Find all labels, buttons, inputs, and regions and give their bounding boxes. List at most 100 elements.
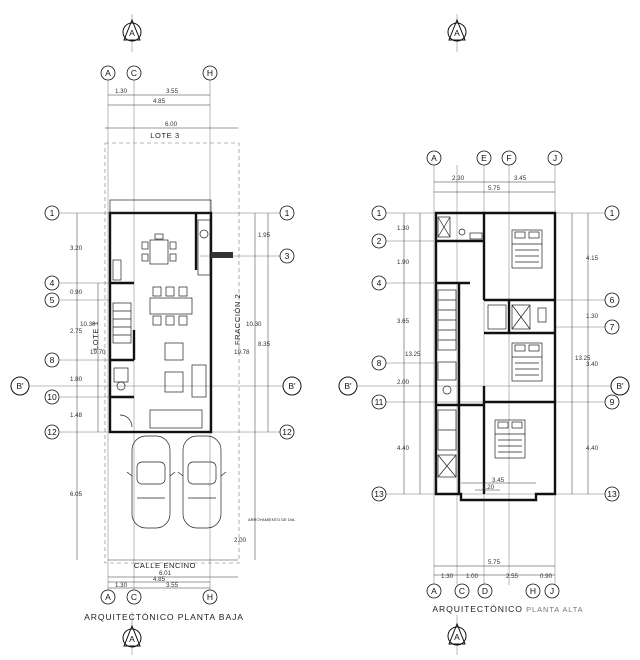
axis-1-left: 1: [50, 208, 55, 218]
dim-rl-4: 2.00: [397, 379, 410, 386]
left-dimensions: 3.20 0.90 2.75 1.80 1.48 6.05 10.30 19.7…: [70, 213, 106, 560]
dining-set: [141, 233, 177, 265]
top-dimensions-right: 2.30 3.45 5.75: [434, 175, 555, 193]
kitchen-counter: [112, 219, 211, 281]
dim-rl-5: 4.40: [397, 445, 410, 452]
axis-rb-j: J: [550, 586, 554, 596]
ground-floor-title: ARQUITECTÓNICO PLANTA BAJA: [84, 612, 244, 622]
note-label: ARROYAMIENTO DE DIA: [248, 517, 295, 522]
bathroom-top: [437, 216, 483, 240]
dim-bottom-4: 3.55: [166, 582, 179, 589]
axis-h: H: [207, 68, 213, 78]
dim-inner-1: 3.45: [492, 477, 505, 484]
right-dimensions-right: 4.15 1.30 3.40 4.40 13.25: [571, 213, 599, 494]
axis-rr-13: 13: [607, 489, 617, 499]
axis-a: A: [105, 68, 111, 78]
north-marker-bottom-right: A: [447, 615, 467, 655]
lot-boundary: [104, 142, 240, 564]
dim-bottom-1: 6.01: [159, 570, 172, 577]
row-axis-bubbles-right-right-plan: 1 6 7 9 13: [604, 205, 620, 502]
axis-8: 8: [50, 355, 55, 365]
dim-rl-1: 1.30: [397, 225, 410, 232]
north-marker-top-right: A: [447, 14, 467, 52]
north-label-right: A: [454, 28, 460, 38]
axis-rb-a: A: [431, 586, 437, 596]
upper-floor-plan: A A E F J 2.30 3.45 5.75: [338, 14, 630, 655]
dim-right-4: 19.78: [234, 349, 250, 356]
bottom-dimensions: 6.01 4.85 1.30 3.55: [108, 570, 238, 589]
dim-rr-2: 1.30: [586, 313, 599, 320]
axis-e: E: [481, 153, 487, 163]
lote-1-label: LOTE 1: [91, 321, 100, 350]
axis-rr-1: 1: [610, 208, 615, 218]
section-left: B': [16, 381, 24, 391]
dim-rl-6: 13.25: [405, 351, 421, 358]
fraction-label: FRACCIÓN 2: [233, 294, 242, 345]
upper-floor-title: ARQUITECTÓNICO PLANTA ALTA: [432, 604, 583, 614]
bed-1: [511, 229, 543, 269]
dim-rr-3: 3.40: [586, 361, 599, 368]
axis-rr-7: 7: [610, 322, 615, 332]
ground-floor-plan: A A C H 1.30 3.55 4.85 6.00: [10, 14, 302, 655]
axis-c: C: [131, 68, 137, 78]
car-right: [177, 435, 227, 529]
bathroom-middle: [437, 304, 547, 395]
north-marker-bottom: A: [122, 612, 142, 655]
axis-4: 4: [50, 278, 55, 288]
row-axis-bubbles: 1 1 3 4 5 8 10 12 12: [44, 205, 295, 440]
dim-right-5: 2.00: [234, 537, 247, 544]
axis-a-bottom: A: [105, 592, 111, 602]
dim-left-5: 1.48: [70, 412, 83, 419]
left-dimensions-right: 1.30 1.90 3.65 2.00 4.40 13.25: [397, 213, 421, 494]
axis-r-13: 13: [374, 489, 384, 499]
dim-top-r1: 2.30: [452, 175, 465, 182]
dim-rr-5: 13.25: [575, 355, 591, 362]
ground-floor-walls: [108, 199, 213, 434]
dining-table-large: [149, 286, 193, 326]
column-axis-bubbles-bottom: A C H: [100, 589, 218, 605]
north-label-bottom-right: A: [454, 632, 460, 642]
column-axis-bubbles-bottom-right: A C D H J: [426, 583, 560, 599]
dim-right-1: 1.95: [258, 232, 271, 239]
axis-r-1: 1: [377, 208, 382, 218]
dim-rb-3: 1.00: [466, 573, 479, 580]
axis-r-11: 11: [375, 397, 384, 407]
axis-12-left: 12: [47, 427, 57, 437]
axis-rr-6: 6: [610, 295, 615, 305]
section-right: B': [288, 381, 296, 391]
lot-label: LOTE 3: [150, 131, 179, 140]
axis-r-4: 4: [377, 278, 382, 288]
axis-5: 5: [50, 295, 55, 305]
dim-top-r3: 5.75: [488, 185, 501, 192]
dim-rb-4: 2.55: [506, 573, 519, 580]
section-markers-right: B' B': [338, 376, 630, 396]
street-label: CALLE ENCINO: [134, 561, 196, 570]
right-dimensions: 1.95 10.30 8.35 19.78 2.00: [234, 213, 271, 560]
axis-rr-9: 9: [610, 397, 615, 407]
dim-rb-2: 1.30: [441, 573, 454, 580]
column-axis-bubbles-top: A C H: [100, 65, 218, 81]
dim-left-3: 2.75: [70, 328, 83, 335]
dim-right-2: 10.30: [246, 321, 262, 328]
upper-title-main: ARQUITECTÓNICO: [432, 604, 526, 614]
column-axis-bubbles-top-right: A E F J: [426, 150, 563, 166]
dim-top-2: 3.55: [166, 88, 179, 95]
upper-title-accent: PLANTA ALTA: [526, 605, 583, 614]
dim-right-3: 8.35: [258, 341, 271, 348]
section-r-right: B': [616, 381, 624, 391]
dim-top-1: 1.30: [115, 88, 128, 95]
stairs-upper: [437, 289, 457, 351]
north-label: A: [129, 28, 135, 38]
section-r-left: B': [344, 381, 352, 391]
axis-c-bottom: C: [131, 592, 137, 602]
north-label-bottom: A: [129, 634, 135, 644]
side-gate: [211, 252, 233, 258]
north-marker-top: A: [122, 14, 142, 52]
dim-bottom-2: 4.85: [153, 576, 166, 583]
closets: [437, 409, 457, 478]
axis-r-8: 8: [377, 358, 382, 368]
section-markers: B' B': [10, 376, 302, 396]
bed-3: [494, 419, 526, 459]
dim-left-1: 3.20: [70, 245, 83, 252]
